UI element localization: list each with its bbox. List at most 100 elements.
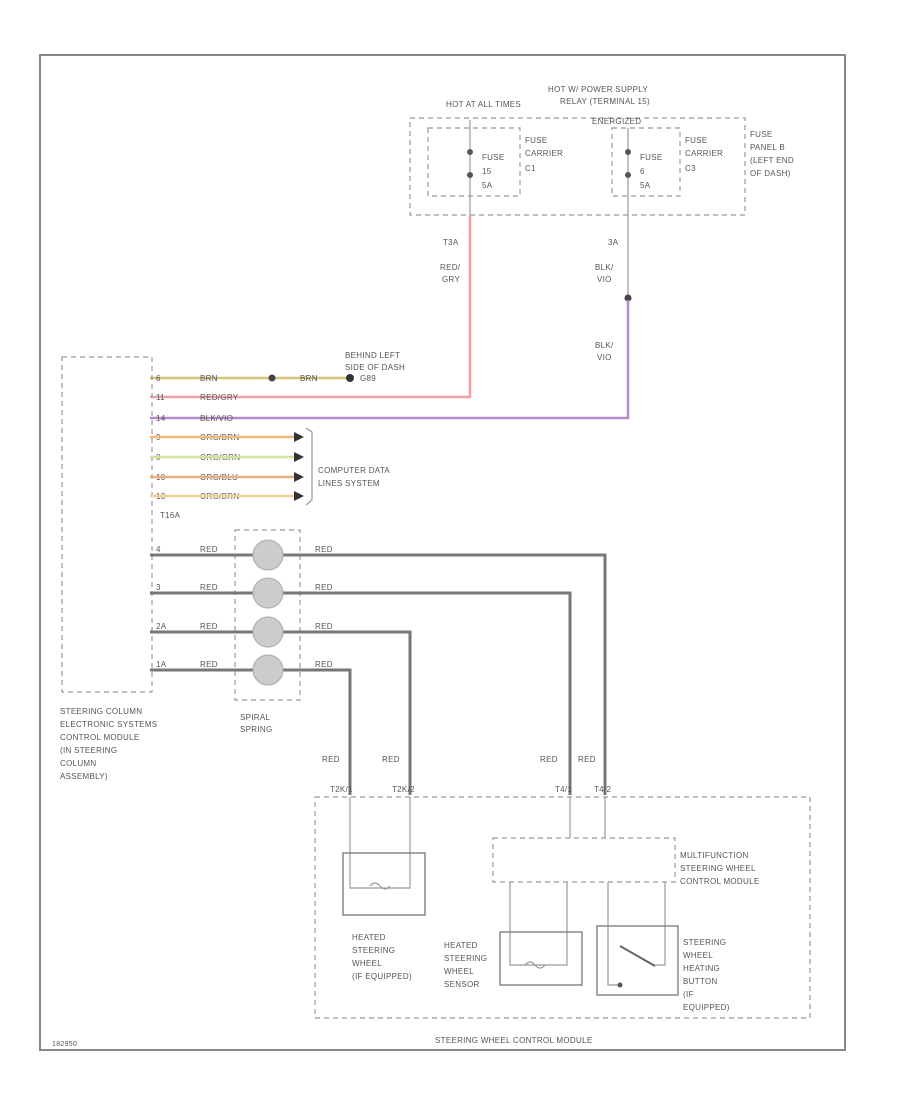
switch-icon [619,945,656,967]
drop-pin: T2K/2 [392,785,415,794]
steering-column-module-outline [61,356,153,693]
heating-button-label: (IF [683,990,694,999]
fuse-a-label: FUSE [482,153,505,162]
spiral-wire-right: RED [315,545,333,554]
fuse-b-number: 6 [640,167,645,176]
connector-wire-color: BRN [200,374,218,383]
steering-wheel-module-outline [314,796,811,1019]
fuse-a-terminal [467,172,473,178]
sensor-label: WHEEL [444,967,474,976]
hot-relay-line3: ENERGIZED [592,117,641,126]
carrier-b-label: C3 [685,164,696,173]
data-lines-label: LINES SYSTEM [318,479,380,488]
drop-pin: T2K/1 [330,785,353,794]
red-wire-color: RED/ [440,263,461,272]
spiral-wire-left: RED [200,545,218,554]
fuse-a-number: 15 [482,167,492,176]
spiral-pin-number: 2A [156,622,167,631]
spiral-wire-right: RED [315,660,333,669]
steering-column-module-label: COLUMN [60,759,96,768]
sensor-label: SENSOR [444,980,480,989]
spiral-label: SPIRAL [240,713,271,722]
fuse-panel-label: PANEL B [750,143,785,152]
ground-id: G89 [360,374,376,383]
carrier-a-label: FUSE [525,136,548,145]
red-wire-pin: T3A [443,238,459,247]
spiral-pin-number: 1A [156,660,167,669]
spiral-pin-number: 4 [156,545,161,554]
sensor-label: HEATED [444,941,478,950]
drop-pin: T4/1 [555,785,572,794]
fuse-carrier-c1-outline [427,127,521,197]
connector-wire-color: RED/GRY [200,393,239,402]
connector-pin-number: 11 [156,393,165,402]
spiral-wire-right: RED [315,583,333,592]
ground-icon [346,374,354,382]
heater-icon [369,882,391,890]
hot-always-label: HOT AT ALL TIMES [446,100,521,109]
ground-location: SIDE OF DASH [345,363,405,372]
heating-button-label: HEATING [683,964,720,973]
red-wire-color: GRY [442,275,460,284]
connector-pin-number: 6 [156,374,161,383]
connector-pin-number: 14 [156,414,166,423]
carrier-b-label: CARRIER [685,149,723,158]
diagram-border [39,54,846,1051]
multifunction-module-label: MULTIFUNCTION [680,851,749,860]
drop-wire-label: RED [322,755,340,764]
sensor-icon [524,961,546,969]
data-lines-label: COMPUTER DATA [318,466,390,475]
heating-button-label: EQUIPPED) [683,1003,730,1012]
spiral-wire-left: RED [200,583,218,592]
blk-wire-color: VIO [597,353,612,362]
figure-id: 182950 [52,1041,77,1048]
drop-wire-label: RED [540,755,558,764]
ground-wire-label: BRN [300,374,318,383]
heated-wheel-label: WHEEL [352,959,382,968]
blk-vio-wire [150,300,630,420]
hot-relay-line1: HOT W/ POWER SUPPLY [548,85,648,94]
carrier-a-label: C1 [525,164,536,173]
spiral-label: SPRING [240,725,272,734]
fuse-a-rating: 5A [482,181,493,190]
drop-wire-label: RED [578,755,596,764]
red-gry-wire [150,215,472,399]
spiral-wire-right: RED [315,622,333,631]
ground-location: BEHIND LEFT [345,351,400,360]
heating-button-label: WHEEL [683,951,713,960]
steering-column-module-label: STEERING COLUMN [60,707,142,716]
blk-wire-pin: 3A [608,238,619,247]
heating-button-label: STEERING [683,938,726,947]
footer-module-label: STEERING WHEEL CONTROL MODULE [435,1036,592,1045]
heating-button-label: BUTTON [683,977,718,986]
multifunction-module-label: STEERING WHEEL [680,864,756,873]
blk-wire-color: BLK/ [595,341,614,350]
bracket [305,427,313,506]
steering-column-module-label: ELECTRONIC SYSTEMS [60,720,157,729]
heated-wheel-label: (IF EQUIPPED) [352,972,412,981]
spiral-contacts [252,539,284,686]
drop-pin: T4/2 [594,785,611,794]
fuse-panel-label: OF DASH) [750,169,791,178]
connector-id: T16A [160,511,181,520]
carrier-a-label: CARRIER [525,149,563,158]
splice-dot [268,374,276,382]
sensor-label: STEERING [444,954,487,963]
fuse-b-label: FUSE [640,153,663,162]
drop-wire-label: RED [382,755,400,764]
steering-column-module-label: CONTROL MODULE [60,733,139,742]
fuse-b-terminal [625,172,631,178]
heated-wheel-label: HEATED [352,933,386,942]
carrier-b-label: FUSE [685,136,708,145]
fuse-b-terminal [625,149,631,155]
steering-column-module-label: (IN STEERING [60,746,117,755]
steering-column-module-label: ASSEMBLY) [60,772,108,781]
heated-wheel-label: STEERING [352,946,395,955]
heating-button [596,925,679,996]
blk-wire-color: BLK/ [595,263,614,272]
multifunction-module-outline [492,837,676,883]
connector-wire-color: BLK/VIO [200,414,233,423]
multifunction-module-label: CONTROL MODULE [680,877,759,886]
fuse-b-rating: 5A [640,181,651,190]
